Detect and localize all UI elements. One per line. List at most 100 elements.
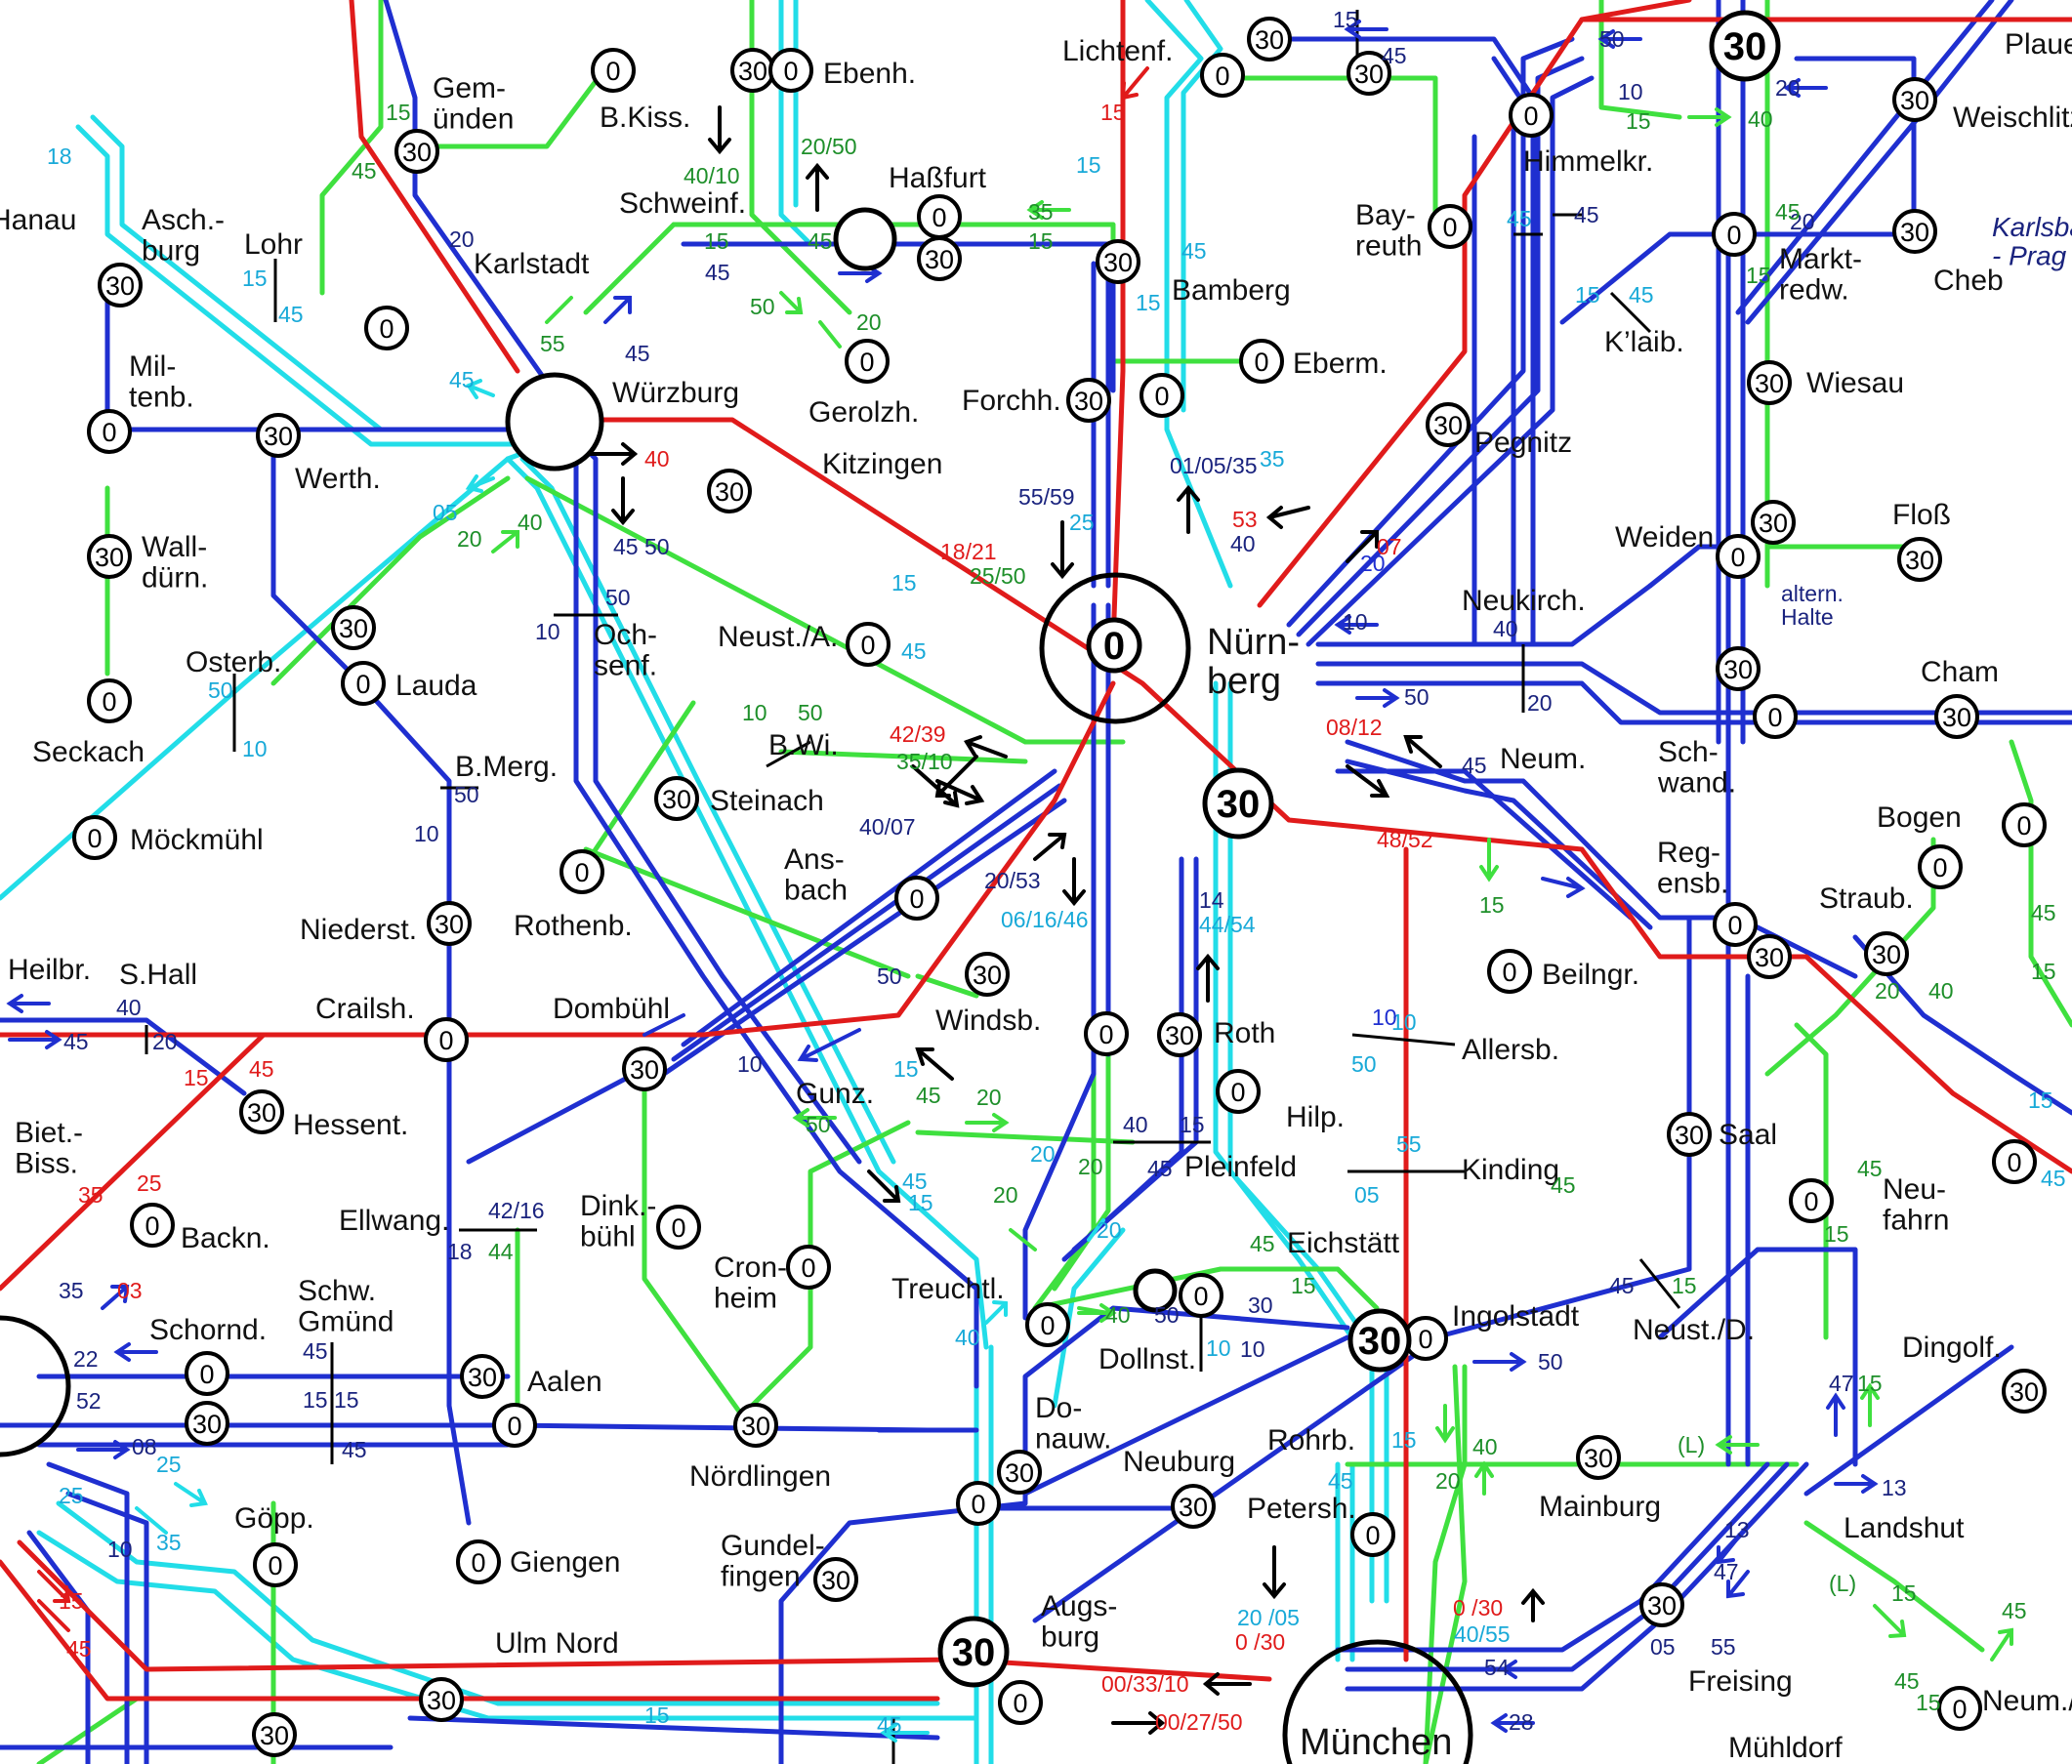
station-node-value: 30 [1905, 546, 1934, 575]
time-20k: 20 [1078, 1154, 1103, 1179]
label-ellwang: Ellwang. [339, 1205, 449, 1237]
label-miltenb: Mil-tenb. [129, 350, 194, 414]
station-node [1667, 1112, 1712, 1157]
time-20o: 20 [1360, 551, 1386, 576]
time-20j: 20 [976, 1085, 1002, 1110]
station-node [1716, 534, 1761, 579]
label-wallduern: Wall-dürn. [142, 531, 208, 595]
time-15i: 15 [1391, 1427, 1417, 1453]
station-node-value: 30 [630, 1055, 659, 1085]
label-neufahrn: Neu-fahrn [1883, 1173, 1949, 1237]
time-15ab: 15 [184, 1065, 209, 1090]
time-55: 55 [540, 331, 565, 356]
label-lichtenf: Lichtenf. [1062, 35, 1173, 67]
label-pleinfeld: Pleinfeld [1184, 1151, 1297, 1183]
time-20l: 20 [993, 1182, 1018, 1208]
station-node-value: 30 [427, 1686, 456, 1715]
label-bogen: Bogen [1877, 801, 1962, 834]
time-10i: 10 [1618, 79, 1643, 104]
label-nuernberg: Nürn-berg [1207, 622, 1300, 702]
time-Lb: (L) [1829, 1571, 1856, 1596]
time-15d: 15 [1136, 290, 1161, 315]
station-node-value: 30 [1723, 655, 1753, 684]
station-node [492, 1403, 537, 1448]
blue-corridors [661, 0, 2014, 1077]
station-node-value: 30 [339, 614, 368, 643]
time-00-33-10: 00/33/10 [1101, 1671, 1189, 1697]
time-15e: 15 [891, 570, 917, 595]
label-kitzingen: Kitzingen [822, 448, 942, 480]
time-45s: 45 [303, 1338, 328, 1364]
station-node-value: 30 [105, 271, 135, 301]
station-node [1712, 212, 1757, 257]
time-15y: 15 [1824, 1221, 1849, 1247]
time-05c: 05 [1354, 1182, 1380, 1208]
label-muenchen: München [1300, 1722, 1452, 1763]
station-node-value: 30 [260, 1721, 289, 1750]
station-node [768, 48, 813, 93]
time-50i: 50 [1404, 684, 1430, 710]
time-15ac: 15 [59, 1588, 84, 1614]
station-node [1892, 77, 1937, 122]
time-15c: 15 [1076, 152, 1101, 178]
station-node [956, 1481, 1001, 1526]
time-40d: 40 [116, 995, 142, 1020]
station-node-value: 30 [821, 1566, 850, 1595]
label-ulmnord: Ulm Nord [495, 1627, 619, 1660]
station-node [1096, 239, 1140, 284]
label-marktredw: Markt-redw. [1779, 243, 1862, 307]
station-node [1937, 1686, 1982, 1731]
time-40g: 40 [1748, 106, 1773, 132]
station-node [707, 469, 752, 513]
time-25c: 25 [59, 1483, 84, 1508]
label-kinding: Kinding [1462, 1154, 1559, 1186]
time-45u: 45 [352, 158, 377, 184]
station-node-value: 0 [1040, 1311, 1055, 1340]
label-cronheim: Cron-heim [714, 1251, 787, 1315]
station-node [1140, 373, 1184, 418]
station-node [341, 661, 386, 706]
time-44-54: 44/54 [1199, 912, 1256, 937]
label-neuburg: Neuburg [1123, 1446, 1235, 1478]
station-node [997, 1450, 1042, 1495]
time-08: 08 [132, 1434, 157, 1459]
station-node-value: 30 [95, 543, 124, 572]
label-mainburg: Mainburg [1539, 1491, 1661, 1523]
time-15: 15 [242, 266, 268, 291]
label-straub: Straub. [1819, 882, 1914, 915]
station-node [1576, 1435, 1621, 1480]
label-goepp: Göpp. [234, 1502, 314, 1535]
station-node [1892, 209, 1937, 254]
time-45-50: 45 50 [613, 534, 670, 559]
station-node-value: 30 [1103, 248, 1133, 277]
time-15h: 15 [908, 1190, 933, 1215]
label-klaib: K’laib. [1604, 326, 1684, 358]
label-landshut: Landshut [1844, 1512, 1965, 1544]
time-45: 45 [278, 302, 304, 327]
time-35d: 35 [1028, 199, 1054, 225]
time-35: 35 [1260, 446, 1285, 472]
hub-node [1086, 617, 1142, 674]
station-node [1753, 694, 1798, 739]
time-55: 55 [1396, 1131, 1422, 1157]
station-node-value: 0 [1193, 1282, 1208, 1311]
time-13: 13 [1882, 1475, 1907, 1500]
time-20b: 20 [1030, 1141, 1056, 1167]
green-lines [36, 0, 2072, 1764]
time-10j: 10 [1343, 609, 1368, 635]
time-05: 05 [433, 500, 458, 525]
station-node-value: 0 [605, 57, 620, 86]
station-node [427, 901, 472, 946]
station-node-value: 30 [402, 138, 432, 167]
station-node-value: 0 [1767, 703, 1782, 732]
station-node-value: 0 [1442, 213, 1457, 242]
station-node-value: 0 [909, 884, 924, 914]
time-53: 53 [1232, 507, 1258, 532]
label-dombuehl: Dombühl [553, 993, 670, 1025]
label-dollnst: Dollnst. [1098, 1343, 1196, 1375]
label-alternhalte: altern.Halte [1781, 581, 1844, 630]
station-node-value: 30 [1255, 25, 1284, 55]
label-bmerg: B.Merg. [455, 751, 558, 783]
time-50l: 50 [806, 1112, 831, 1137]
